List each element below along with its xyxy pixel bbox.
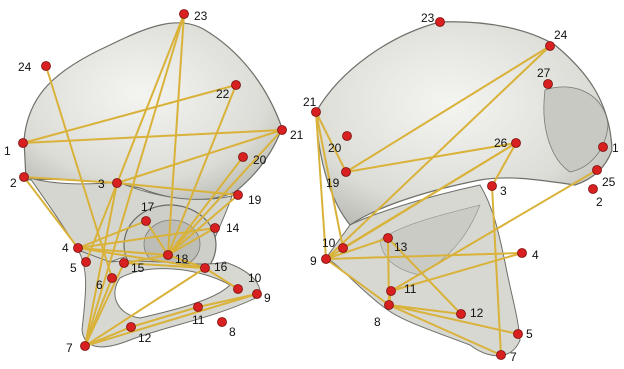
left-landmark-24-label: 24 xyxy=(18,60,32,74)
left-landmark-20-label: 20 xyxy=(253,153,267,167)
left-landmark-3-marker xyxy=(113,179,122,188)
right-landmark-24-marker xyxy=(546,42,555,51)
right-landmark-4-label: 4 xyxy=(532,248,539,262)
left-landmark-2-marker xyxy=(20,173,29,182)
left-landmark-17-label: 17 xyxy=(141,200,155,214)
right-landmark-26-label: 26 xyxy=(494,136,508,150)
right-landmark-10-marker xyxy=(339,244,348,253)
right-landmark-13-label: 13 xyxy=(394,240,408,254)
right-landmark-24-label: 24 xyxy=(554,28,568,42)
left-landmark-20-marker xyxy=(239,153,248,162)
right-landmark-4-marker xyxy=(518,249,527,258)
left-landmark-22-label: 22 xyxy=(216,87,230,101)
right-landmark-19-marker xyxy=(342,168,351,177)
left-landmark-15-label: 15 xyxy=(131,261,145,275)
left-landmark-17-marker xyxy=(142,217,151,226)
left-landmark-21-label: 21 xyxy=(290,128,304,142)
left-landmark-14-marker xyxy=(211,224,220,233)
left-landmark-7-marker xyxy=(81,342,90,351)
right-landmark-1-label: 1 xyxy=(612,141,619,155)
right-landmark-20-marker xyxy=(343,132,352,141)
right-landmark-9-marker xyxy=(322,255,331,264)
left-landmark-10-label: 10 xyxy=(248,271,262,285)
left-landmark-4-marker xyxy=(74,244,83,253)
right-hip-bone xyxy=(316,22,612,356)
right-landmark-7-marker xyxy=(497,351,506,360)
left-landmark-18-label: 18 xyxy=(175,252,189,266)
right-landmark-13-marker xyxy=(384,234,393,243)
left-landmark-18-marker xyxy=(164,251,173,260)
right-landmark-21-label: 21 xyxy=(303,95,317,109)
left-landmark-3-label: 3 xyxy=(98,177,105,191)
left-landmark-16-label: 16 xyxy=(214,260,228,274)
right-landmark-23-marker xyxy=(436,18,445,27)
left-landmark-6-marker xyxy=(108,274,117,283)
right-landmark-2-marker xyxy=(589,185,598,194)
left-landmark-19-marker xyxy=(234,191,243,200)
left-landmark-24-marker xyxy=(42,62,51,71)
left-landmark-7-label: 7 xyxy=(66,341,73,355)
left-landmark-10-marker xyxy=(234,285,243,294)
right-landmark-19-label: 19 xyxy=(326,176,340,190)
right-landmark-10-label: 10 xyxy=(322,236,336,250)
left-landmark-8-marker xyxy=(218,318,227,327)
left-landmark-8-label: 8 xyxy=(229,325,236,339)
left-landmark-12-marker xyxy=(127,323,136,332)
left-landmark-6-label: 6 xyxy=(96,278,103,292)
left-landmark-14-label: 14 xyxy=(226,221,240,235)
right-landmark-2-label: 2 xyxy=(596,195,603,209)
right-landmark-8-marker xyxy=(385,301,394,310)
left-landmark-23-marker xyxy=(180,10,189,19)
left-landmark-1-label: 1 xyxy=(4,144,11,158)
right-landmark-9-label: 9 xyxy=(310,254,317,268)
left-landmark-23-label: 23 xyxy=(194,9,208,23)
right-landmark-11-label: 11 xyxy=(404,282,417,296)
right-landmark-5-marker xyxy=(514,330,523,339)
right-landmark-27-marker xyxy=(544,80,553,89)
left-landmark-9-marker xyxy=(253,290,262,299)
right-landmark-3-label: 3 xyxy=(500,184,507,198)
right-landmark-25-label: 25 xyxy=(602,175,616,189)
right-landmark-23-label: 23 xyxy=(421,11,435,25)
left-landmark-19-label: 19 xyxy=(248,193,262,207)
right-landmark-8-label: 8 xyxy=(374,315,381,329)
right-landmark-12-label: 12 xyxy=(470,306,484,320)
left-landmark-16-marker xyxy=(201,264,210,273)
right-landmark-27-label: 27 xyxy=(537,66,551,80)
right-landmark-12-marker xyxy=(457,310,466,319)
right-landmark-11-marker xyxy=(387,287,396,296)
right-landmark-25-marker xyxy=(593,166,602,175)
right-landmark-7-label: 7 xyxy=(510,350,517,364)
left-landmark-4-label: 4 xyxy=(62,241,69,255)
left-landmark-21-marker xyxy=(278,126,287,135)
right-landmark-26-marker xyxy=(512,139,521,148)
right-landmark-1-marker xyxy=(599,143,608,152)
left-landmark-2-label: 2 xyxy=(10,176,17,190)
left-landmark-15-marker xyxy=(120,259,129,268)
left-landmark-22-marker xyxy=(232,81,241,90)
left-landmark-1-marker xyxy=(19,139,28,148)
left-landmark-9-label: 9 xyxy=(264,291,271,305)
left-landmark-5-marker xyxy=(82,258,91,267)
right-landmark-3-marker xyxy=(488,182,497,191)
left-landmark-11-marker xyxy=(194,303,203,312)
left-landmark-12-label: 12 xyxy=(138,331,152,345)
right-landmark-20-label: 20 xyxy=(328,141,342,155)
left-landmark-11-label: 11 xyxy=(192,313,205,327)
right-landmark-5-label: 5 xyxy=(526,327,533,341)
left-landmark-5-label: 5 xyxy=(70,261,77,275)
